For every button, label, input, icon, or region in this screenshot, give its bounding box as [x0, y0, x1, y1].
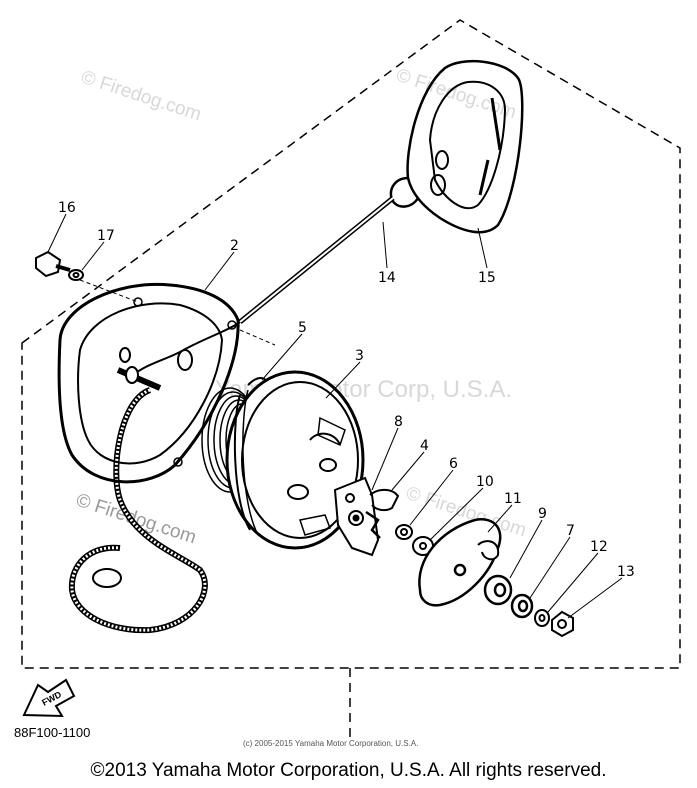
callout-3: 3 [355, 348, 364, 364]
collar [395, 524, 413, 540]
washer-7 [510, 593, 534, 619]
assembly-boundary [21, 19, 681, 669]
callout-numbers: 16 17 2 5 3 8 4 6 10 11 9 7 12 13 14 15 [58, 200, 635, 580]
small-copyright: (c) 2005-2015 Yamaha Motor Corporation, … [243, 739, 419, 748]
copyright-notice: ©2013 Yamaha Motor Corporation, U.S.A. A… [90, 760, 607, 781]
callout-12: 12 [590, 539, 608, 555]
callout-15: 15 [478, 270, 496, 286]
callout-9: 9 [538, 506, 547, 522]
nut [551, 610, 574, 638]
callout-8: 8 [394, 414, 403, 430]
callout-7: 7 [566, 523, 575, 539]
callout-16: 16 [58, 200, 76, 216]
watermark-firedog-3: © Firedog.com [73, 490, 198, 549]
washer-9 [483, 574, 513, 606]
drive-plate [418, 518, 502, 607]
callout-13: 13 [617, 564, 635, 580]
bolt-and-washer [35, 250, 84, 281]
callout-2: 2 [230, 238, 239, 254]
callout-4: 4 [420, 438, 429, 454]
callout-11: 11 [504, 491, 522, 507]
callout-5: 5 [298, 320, 307, 336]
leader-lines [47, 213, 623, 619]
pawl [333, 476, 380, 557]
callout-10: 10 [476, 474, 494, 490]
fwd-arrow-icon: FWD [22, 678, 76, 718]
watermark-firedog-1: © Firedog.com [78, 67, 203, 126]
sheave-drum [225, 370, 365, 550]
part-code: 88F100-1100 [14, 725, 91, 740]
callout-14: 14 [378, 270, 396, 286]
callout-6: 6 [449, 456, 458, 472]
spring-washer [534, 609, 550, 627]
washer-10 [412, 536, 434, 556]
pawl-spring [365, 488, 400, 539]
callout-17: 17 [97, 228, 115, 244]
